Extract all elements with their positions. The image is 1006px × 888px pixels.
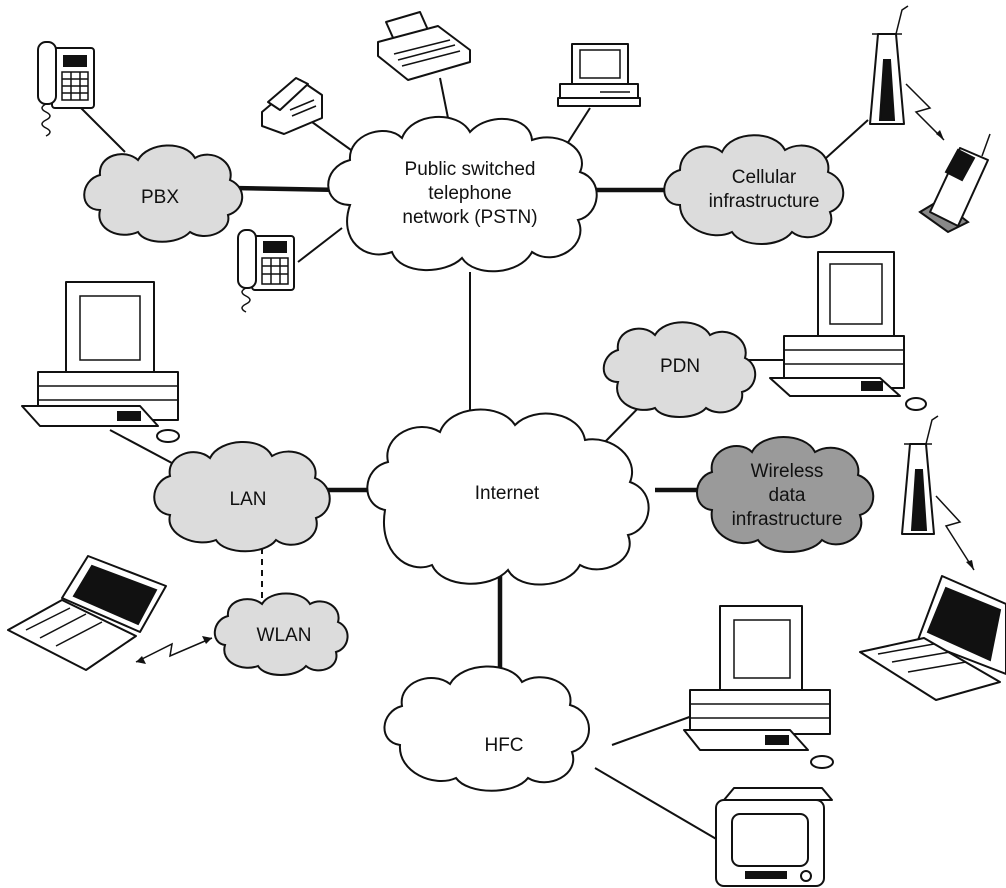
link-hfc-pc	[611, 714, 696, 746]
pstn-telephone-icon	[237, 229, 295, 313]
wireless-data-label-line-2: data	[768, 485, 806, 506]
fax-machine-icon	[377, 11, 471, 81]
wlan-cloud	[213, 592, 349, 676]
wireless-laptop-icon	[859, 575, 1006, 701]
tv-icon	[715, 787, 833, 887]
cellular-label: Cellular infrastructure	[688, 166, 840, 214]
wlan-wireless-link-icon	[135, 636, 213, 664]
pdn-label: PDN	[659, 356, 701, 377]
lan-workstation-icon	[21, 281, 180, 443]
internet-cloud	[366, 408, 650, 586]
cell-tower-icon	[869, 5, 909, 125]
internet-label: Internet	[474, 483, 540, 504]
lan-cloud	[153, 441, 331, 553]
link-pstn-phone-2	[297, 227, 343, 263]
pstn-label: Public switched telephone network (PSTN)	[355, 158, 585, 230]
pstn-cloud	[327, 116, 598, 273]
link-hfc-tv	[594, 767, 719, 841]
hfc-label: HFC	[484, 735, 524, 756]
pbx-telephone-icon	[37, 41, 95, 137]
cellular-label-line-2: infrastructure	[708, 191, 820, 212]
mobile-phone-icon	[918, 133, 991, 234]
link-pbx-pstn	[231, 185, 343, 193]
data-tower-icon	[901, 415, 939, 535]
link-pstn-desk-phone	[311, 121, 359, 156]
pstn-label-line-1: Public switched	[404, 159, 536, 180]
pdn-workstation-icon	[769, 251, 927, 411]
wireless-data-cloud	[696, 436, 875, 553]
lan-label: LAN	[229, 489, 267, 510]
wireless-data-label-line-3: infrastructure	[731, 509, 843, 530]
cellular-cloud	[663, 134, 845, 245]
pstn-label-line-3: network (PSTN)	[402, 207, 538, 228]
link-pbx-phone	[77, 104, 126, 153]
desk-telephone-icon	[261, 77, 323, 135]
wireless-data-label: Wireless data infrastructure	[712, 460, 862, 532]
pbx-label: PBX	[140, 187, 180, 208]
wlan-label: WLAN	[256, 625, 312, 646]
wireless-data-label-line-1: Wireless	[750, 461, 824, 482]
hfc-cloud	[383, 665, 590, 792]
hfc-workstation-icon	[683, 605, 834, 769]
wireless-link-icon-2	[935, 495, 975, 571]
wireless-link-icon	[905, 83, 945, 141]
pstn-label-line-2: telephone	[428, 183, 512, 204]
pbx-cloud	[83, 144, 244, 243]
cellular-label-line-1: Cellular	[731, 167, 797, 188]
pstn-computer-icon	[557, 43, 641, 107]
pdn-cloud	[602, 321, 757, 418]
wlan-laptop-icon	[7, 555, 167, 671]
